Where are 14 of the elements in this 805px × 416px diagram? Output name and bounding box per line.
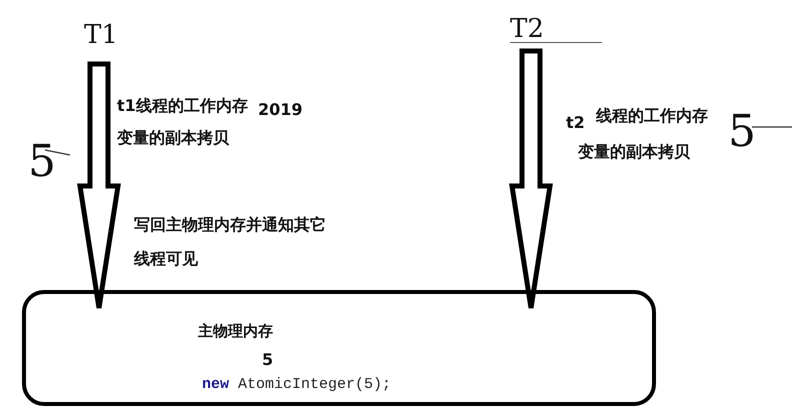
handwritten-number: 5	[728, 110, 756, 154]
annotation-text: 2019	[258, 100, 303, 119]
handwritten-label: T1	[84, 22, 118, 48]
block-arrow	[509, 48, 553, 310]
value-text: 5	[262, 350, 274, 369]
block-arrow	[77, 62, 121, 310]
annotation-text: t2	[566, 113, 585, 132]
handwritten-number: 5	[28, 140, 56, 184]
memory-box	[22, 290, 656, 406]
annotation-text: 写回主物理内存并通知其它线程可见	[134, 214, 327, 270]
handwritten-label: T2	[510, 16, 602, 43]
code-text: new AtomicInteger(5);	[202, 376, 392, 393]
annotation-text: t1线程的工作内存变量的副本拷贝	[117, 95, 249, 149]
memory-title: 主物理内存	[198, 322, 273, 341]
